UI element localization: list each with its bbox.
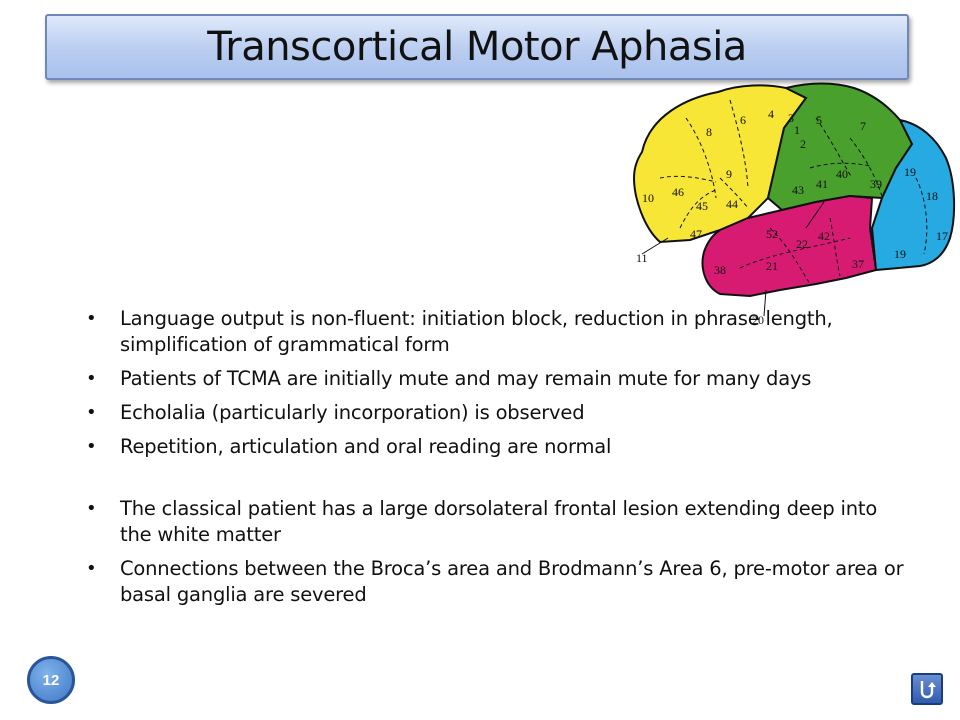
area-38-label: 38 [714,263,726,277]
area-7-label: 7 [860,119,866,133]
area-45-label: 45 [696,199,708,213]
area-47-label: 47 [690,227,702,241]
area-52-label: 52 [766,227,778,241]
slide-title: Transcortical Motor Aphasia [207,24,747,70]
area-19-upper-label: 19 [904,165,916,179]
area-40-label: 40 [836,167,848,181]
area-4-label: 4 [768,107,774,121]
area-22-label: 22 [796,237,808,251]
area-39-label: 39 [870,177,882,191]
area-43-label: 43 [792,183,804,197]
brodmann-brain-diagram: 8 6 4 3 1 2 5 7 9 10 46 45 44 47 11 43 4… [632,82,956,327]
area-1-label: 1 [794,123,800,137]
bullet-item: Repetition, articulation and oral readin… [84,434,914,460]
area-41-label: 41 [816,177,828,191]
area-2-label: 2 [800,137,806,151]
bullet-item: Language output is non-fluent: initiatio… [84,306,914,358]
bullet-item: Echolalia (particularly incorporation) i… [84,400,914,426]
area-10-label: 10 [642,191,654,205]
area-6-label: 6 [740,113,746,127]
area-44-label: 44 [726,197,738,211]
area-21-label: 21 [766,259,778,273]
area-3-label: 3 [788,111,794,125]
area-19-lower-label: 19 [894,247,906,261]
bullet-item: Connections between the Broca’s area and… [84,556,914,608]
page-number: 12 [42,671,60,689]
temporal-lobe-region [701,194,878,298]
bullet-item: Patients of TCMA are initially mute and … [84,366,914,392]
page-number-badge: 12 [27,656,75,704]
area-9-label: 9 [726,167,732,181]
bullet-item: The classical patient has a large dorsol… [84,496,914,548]
area-8-label: 8 [706,125,712,139]
area-5-label: 5 [816,113,822,127]
occipital-lobe-region [870,118,956,272]
bullet-list: Language output is non-fluent: initiatio… [84,306,914,608]
area-17-label: 17 [936,229,948,243]
area-42-label: 42 [818,229,830,243]
area-18-label: 18 [926,189,938,203]
area-46-label: 46 [672,185,684,199]
title-bar: Transcortical Motor Aphasia [45,14,909,80]
area-11-label: 11 [636,251,648,265]
return-arrow-icon [920,681,936,699]
area-37-label: 37 [852,257,864,271]
return-button[interactable] [911,673,943,705]
